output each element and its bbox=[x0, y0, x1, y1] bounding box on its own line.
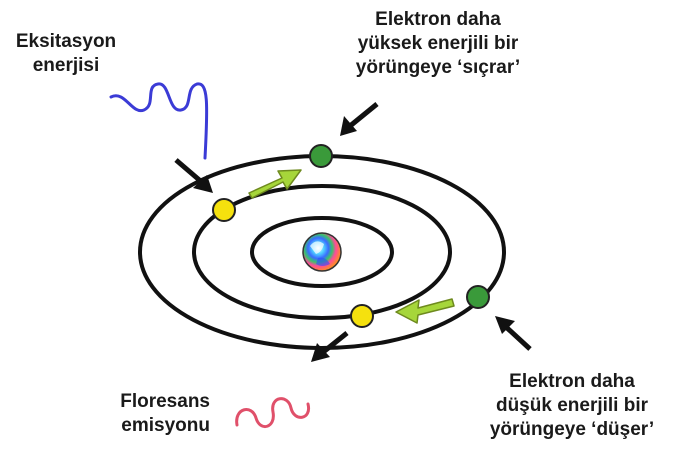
electron-jump-label: Elektron daha yüksek enerjili bir yörüng… bbox=[338, 8, 538, 80]
excitation-energy-label: Eksitasyon enerjisi bbox=[8, 30, 124, 78]
excitation-wave-icon bbox=[109, 82, 209, 160]
excited-electron-upper bbox=[309, 144, 333, 168]
emission-arrow-icon bbox=[311, 343, 330, 362]
excited-electron-lower bbox=[466, 285, 490, 309]
jump-label-line-1: Elektron daha bbox=[375, 9, 501, 30]
ground-electron-upper bbox=[212, 198, 236, 222]
fall-arrow-icon bbox=[495, 316, 515, 334]
excitation-arrow-icon bbox=[193, 175, 213, 193]
jump-arrow-icon bbox=[340, 116, 357, 136]
emission-label-line-1: Floresans bbox=[120, 391, 210, 412]
excitation-transition-arrow-icon bbox=[248, 169, 302, 199]
excitation-label-line-1: Eksitasyon bbox=[15, 31, 117, 52]
emission-label-line-2: emisyonu bbox=[121, 415, 210, 436]
electron-fall-label: Elektron daha düşük enerjili bir yörünge… bbox=[472, 370, 672, 442]
ground-electron-lower bbox=[350, 304, 374, 328]
nucleus bbox=[302, 232, 342, 272]
fall-label-line-1: Elektron daha bbox=[509, 371, 635, 392]
fall-label-line-3: yörüngeye ‘düşer’ bbox=[489, 419, 655, 440]
emission-wave-icon bbox=[235, 397, 311, 428]
inner-orbit bbox=[250, 216, 394, 288]
fall-label-line-2: düşük enerjili bir bbox=[495, 395, 649, 416]
excitation-label-line-2: enerjisi bbox=[32, 55, 100, 76]
fluorescence-emission-label: Floresans emisyonu bbox=[98, 390, 210, 438]
jump-label-line-3: yörüngeye ‘sıçrar’ bbox=[355, 57, 521, 78]
decay-transition-arrow-icon bbox=[395, 298, 455, 324]
pointer-arrows bbox=[174, 102, 532, 362]
jump-label-line-2: yüksek enerjili bir bbox=[357, 33, 519, 54]
middle-orbit bbox=[192, 184, 452, 320]
